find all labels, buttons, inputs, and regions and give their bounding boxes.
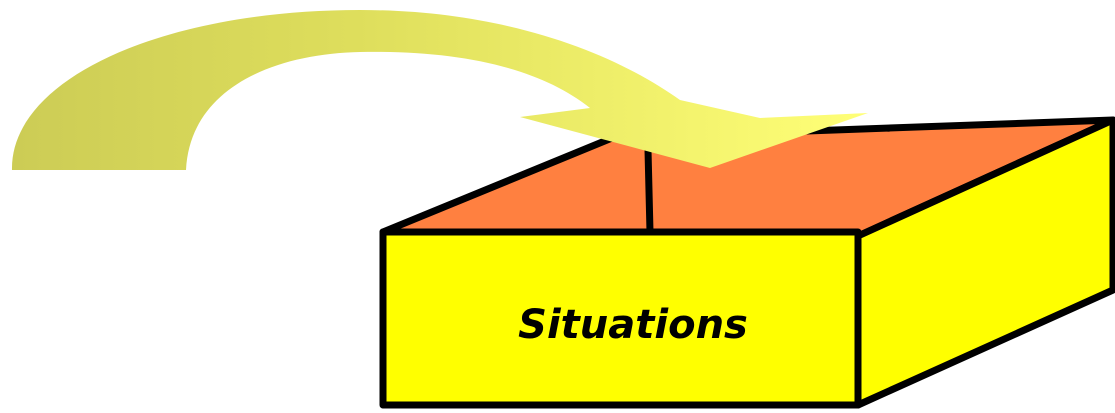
box-divider-line bbox=[648, 150, 650, 232]
box-label: Situations bbox=[518, 302, 748, 348]
curved-arrow bbox=[12, 10, 868, 170]
